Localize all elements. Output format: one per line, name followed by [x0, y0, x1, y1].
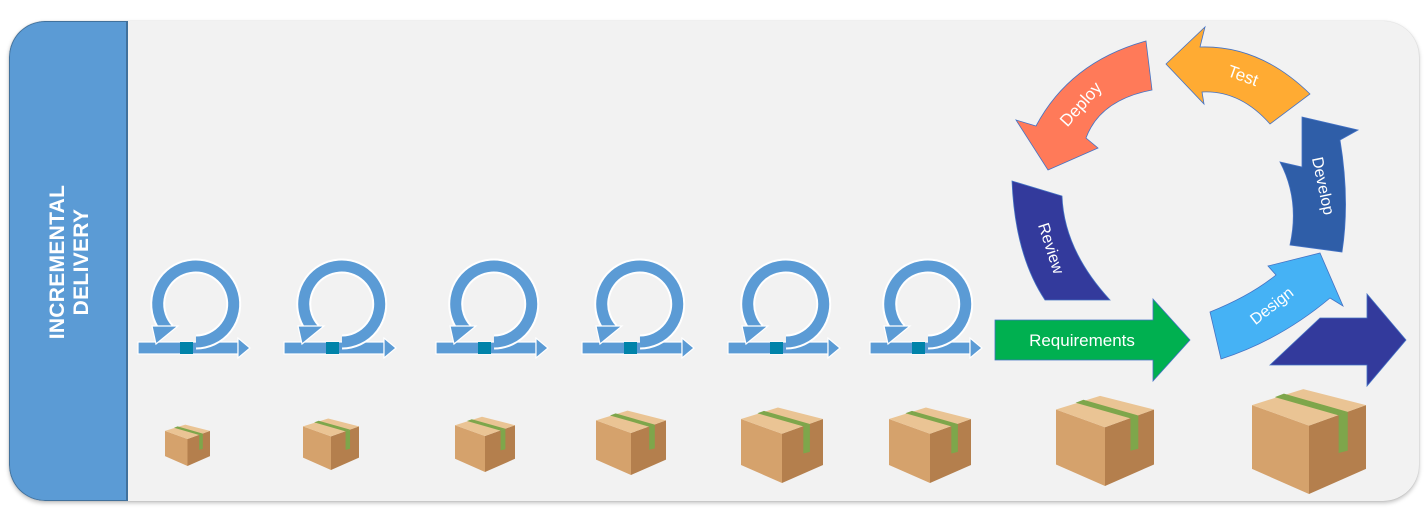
package-box-icon [1056, 395, 1154, 486]
stage-develop: Develop [1279, 116, 1360, 253]
output-arrow [1268, 292, 1407, 388]
package-box-icon [596, 410, 666, 475]
iteration-cycle-icon [436, 266, 548, 358]
incremental-delivery-panel: INCREMENTAL DELIVERY [9, 21, 1419, 501]
requirements-arrow: Requirements [994, 297, 1191, 383]
stage-design: Design [1209, 252, 1344, 360]
iteration-cycle-icon [138, 266, 250, 358]
package-box-icon [889, 407, 971, 483]
package-box-icon [455, 416, 515, 472]
stage-deploy: Deploy [1015, 40, 1153, 171]
stage-review: Review [1011, 180, 1111, 301]
package-box-icon [741, 407, 823, 483]
iteration-cycle-icon [582, 266, 694, 358]
requirements-label: Requirements [1029, 331, 1135, 350]
package-box-icon [165, 424, 210, 466]
iteration-cycle-icon [870, 266, 982, 358]
stage-test: Test [1165, 25, 1311, 125]
package-box-icon [1252, 389, 1366, 494]
package-box-icon [303, 418, 359, 470]
sidebar: INCREMENTAL DELIVERY [9, 21, 128, 501]
iteration-cycle-icon [728, 266, 840, 358]
iteration-cycle-icon [284, 266, 396, 358]
